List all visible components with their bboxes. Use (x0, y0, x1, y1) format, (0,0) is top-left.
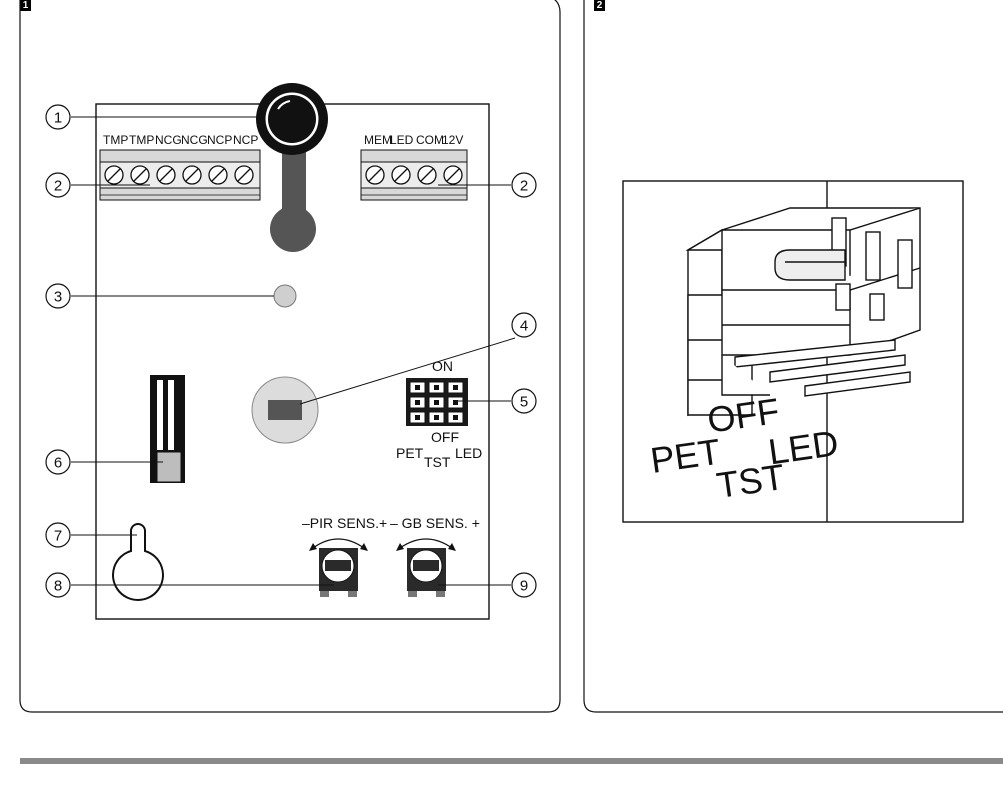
jumper-pin (447, 396, 464, 409)
callout-number: 3 (54, 289, 62, 306)
terminal-left-screw (182, 165, 202, 185)
terminal-block-left (99, 149, 261, 201)
terminal-right-label: MEM (364, 133, 392, 147)
pyro-sensor (251, 376, 319, 444)
detail-off-label: OFF (705, 390, 782, 441)
terminal-right-screw (443, 165, 463, 185)
callout-6: 6 (45, 449, 71, 475)
trimmer-pir (319, 548, 358, 597)
trimmer-gb (407, 548, 446, 597)
wire-clip (150, 375, 185, 483)
callout-9: 9 (511, 572, 537, 598)
callout-number: 7 (54, 528, 62, 545)
jumper-pin (428, 396, 445, 409)
jumper-pin (409, 381, 426, 394)
terminal-left-screw (208, 165, 228, 185)
detail-tst-label: TST (714, 456, 787, 506)
callout-number: 9 (520, 578, 528, 595)
trimmer-pir-arrow (312, 538, 365, 549)
terminal-left-label: NCP (233, 133, 258, 147)
panel-1-tag: 1 (20, 0, 31, 11)
jumper-pin (428, 411, 445, 424)
jumper-tst-label: TST (424, 454, 451, 470)
trimmer-gb-label: – GB SENS. + (390, 515, 480, 531)
terminal-right-screw (417, 165, 437, 185)
jumper-pin (409, 411, 426, 424)
detail-led-label: LED (766, 422, 841, 472)
callout-number: 2 (520, 178, 528, 195)
leader-lines (71, 116, 516, 586)
terminal-left-screw (234, 165, 254, 185)
callout-7: 7 (45, 522, 71, 548)
panel-2-frame (583, 0, 1003, 713)
callout-3: 3 (45, 283, 71, 309)
terminal-left-screw (104, 165, 124, 185)
jumper-pet-label: PET (396, 445, 424, 461)
detail-pet-label: PET (648, 431, 723, 481)
jumper-detail-drawing (685, 207, 921, 417)
jumper-pin (428, 381, 445, 394)
callout-8: 8 (45, 572, 71, 598)
trimmer-pir-label: –PIR SENS.+ (302, 515, 387, 531)
terminal-left-screw (130, 165, 150, 185)
jumper-block (406, 378, 468, 426)
terminal-right-label: LED (390, 133, 414, 147)
callout-number: 1 (54, 110, 62, 127)
callout-number: 4 (520, 318, 528, 335)
status-led (273, 284, 297, 308)
panel-1-frame (19, 0, 561, 713)
callout-2: 2 (511, 172, 537, 198)
trimmer-gb-arrow (399, 538, 453, 549)
page-bottom-rule (20, 758, 1003, 764)
jumper-led-label: LED (455, 445, 482, 461)
jumper-pin (447, 411, 464, 424)
jumper-pin (447, 381, 464, 394)
terminal-right-screw (391, 165, 411, 185)
callout-number: 6 (54, 455, 62, 472)
lens-assembly (256, 83, 328, 252)
callout-1: 1 (45, 104, 71, 130)
callout-number: 8 (54, 578, 62, 595)
detail-labels: OFF PET TST LED (648, 390, 841, 506)
callout-4: 4 (511, 312, 537, 338)
callout-5: 5 (511, 388, 537, 414)
terminal-left-label: TMP (129, 133, 154, 147)
terminal-left-label: TMP (103, 133, 128, 147)
panel-2-tag: 2 (594, 0, 605, 11)
terminal-left-label: NCG (181, 133, 208, 147)
terminal-right-screw (365, 165, 385, 185)
callout-number: 2 (54, 178, 62, 195)
jumper-off-label: OFF (431, 429, 459, 445)
terminal-left-screw (156, 165, 176, 185)
terminal-right-label: COM (416, 133, 444, 147)
terminal-left-label: NCP (207, 133, 232, 147)
terminal-left-label: NCG (155, 133, 182, 147)
callout-2: 2 (45, 172, 71, 198)
jumper-pin (409, 396, 426, 409)
terminal-right-label: 12V (442, 133, 463, 147)
callout-number: 5 (520, 394, 528, 411)
